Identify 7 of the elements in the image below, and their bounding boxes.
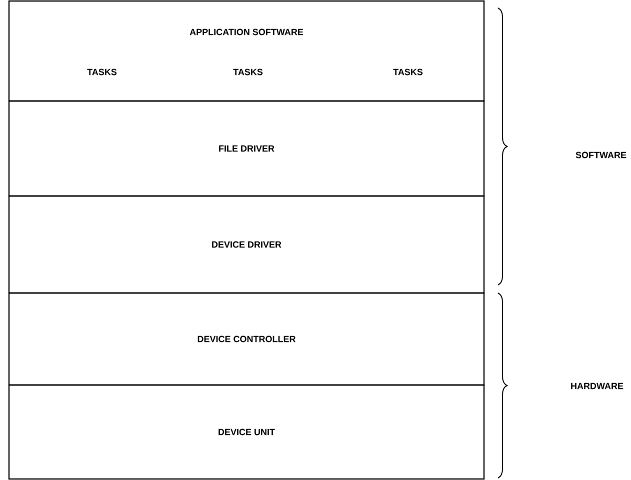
group-label: SOFTWARE: [576, 152, 626, 158]
layer-band: FILE DRIVER: [8, 100, 485, 197]
layer-band: DEVICE DRIVER: [8, 195, 485, 294]
layer-band: DEVICE CONTROLLER: [8, 292, 485, 386]
layer-band: DEVICE UNIT: [8, 384, 485, 480]
group-label: HARDWARE: [571, 382, 624, 390]
layer-band: APPLICATION SOFTWARE TASKS TASKS TASKS: [8, 0, 485, 102]
